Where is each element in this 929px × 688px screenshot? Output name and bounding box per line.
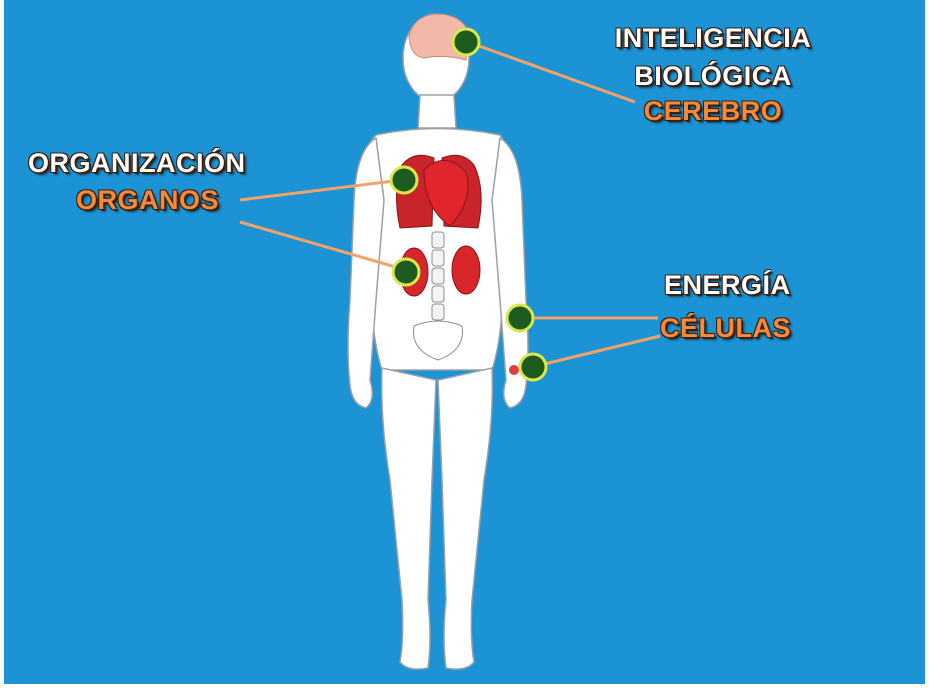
organos-label: ORGANOS: [76, 187, 219, 214]
human-body-icon: [348, 14, 528, 669]
kidney-marker-icon: [393, 259, 419, 285]
organizacion-label: ORGANIZACIÓN: [28, 150, 246, 177]
biologica-label: BIOLÓGICA: [634, 63, 792, 90]
celulas-label: CÉLULAS: [660, 315, 791, 342]
cell-spot-icon: [509, 365, 519, 375]
arm-marker-icon: [507, 305, 533, 331]
diagram-canvas: INTELIGENCIA BIOLÓGICA CEREBRO ORGANIZAC…: [4, 0, 925, 684]
wrist-marker-icon: [520, 354, 546, 380]
cerebro-label: CEREBRO: [644, 98, 783, 125]
inteligencia-label: INTELIGENCIA: [615, 25, 812, 52]
lungs-marker-icon: [391, 167, 417, 193]
brain-marker-icon: [453, 29, 479, 55]
energia-label: ENERGÍA: [664, 272, 791, 299]
